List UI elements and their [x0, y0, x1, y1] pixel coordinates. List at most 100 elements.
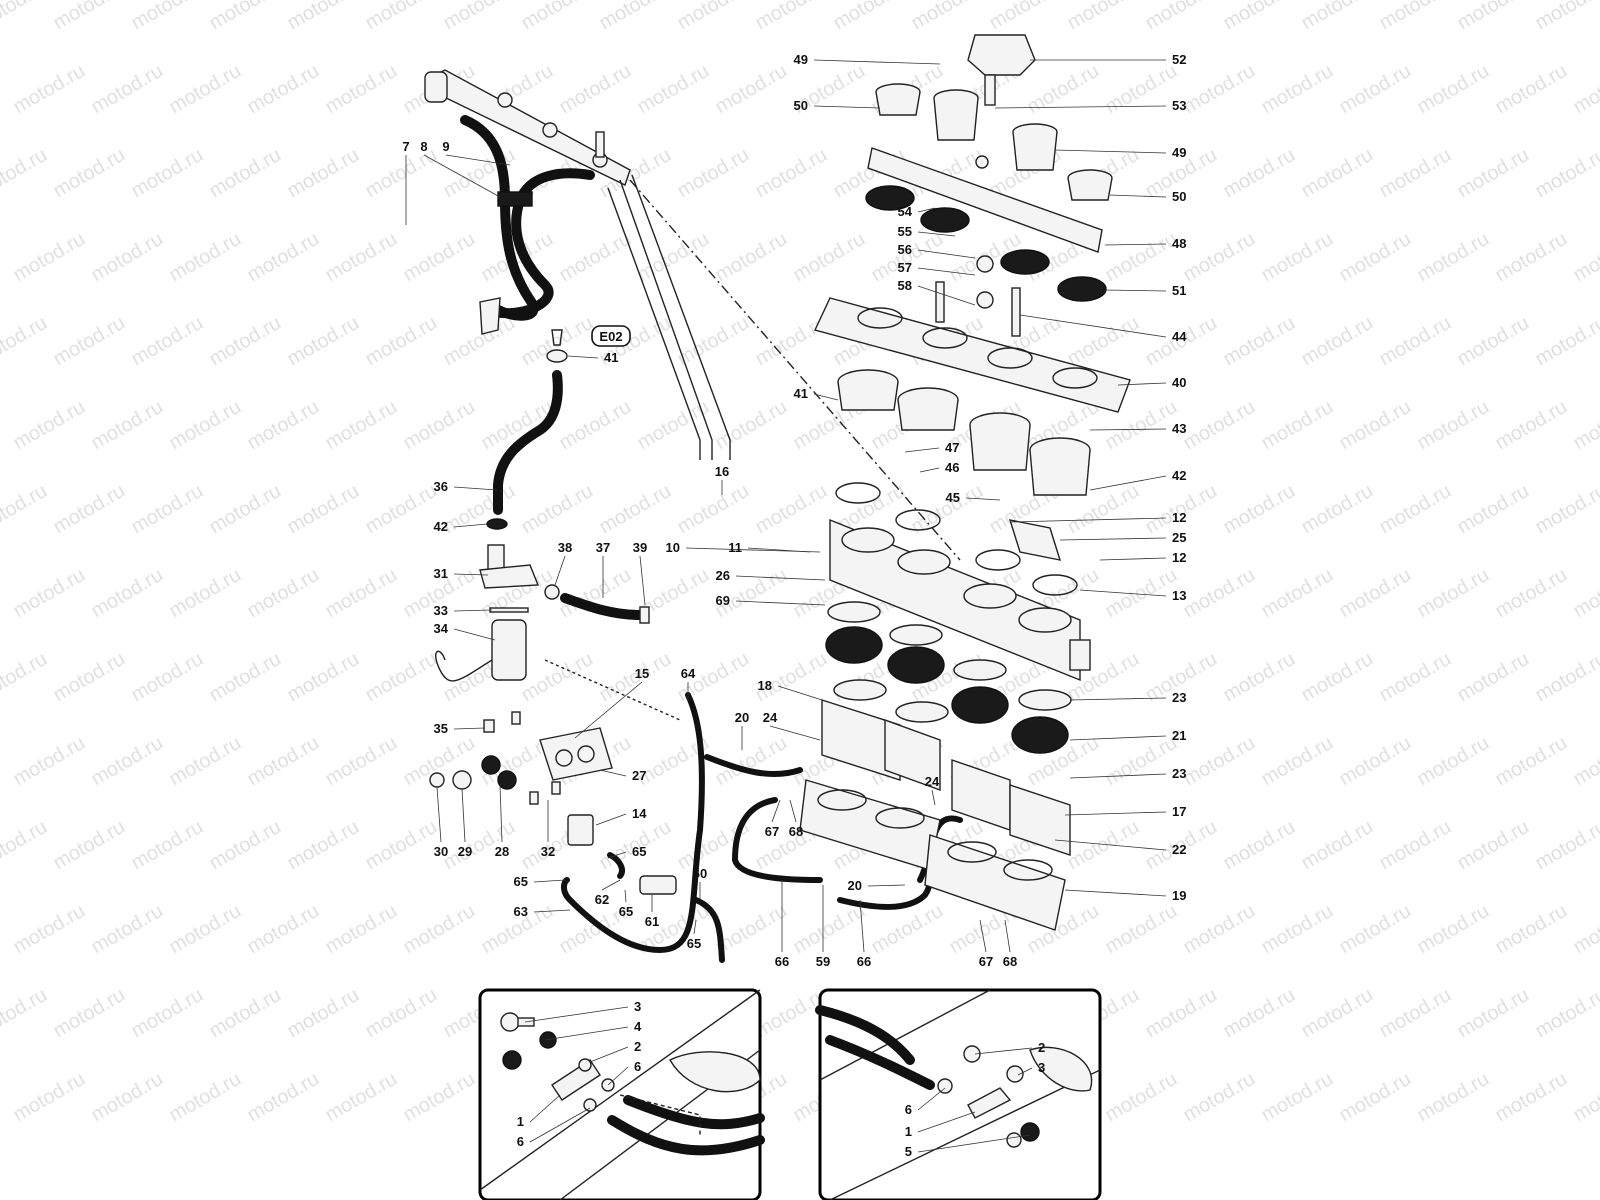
callout-c-12a: 12: [1172, 510, 1186, 525]
watermark-text: motod.ru: [322, 1068, 401, 1127]
callout-d1-6b: 6: [517, 1134, 524, 1149]
callout-c-45: 45: [946, 490, 960, 505]
watermark-text: motod.ru: [322, 228, 401, 287]
leader-c-44: [1019, 314, 1167, 338]
watermark-text: motod.ru: [362, 0, 441, 34]
callout-d1-6a: 6: [634, 1059, 641, 1074]
watermark-text: motod.ru: [166, 60, 245, 119]
watermark-text: motod.ru: [556, 228, 635, 287]
watermark-text: motod.ru: [1258, 396, 1337, 455]
watermark-text: motod.ru: [50, 816, 129, 875]
watermark-text: motod.ru: [244, 228, 323, 287]
watermark-text: motod.ru: [10, 1068, 89, 1127]
leader-c-9: [445, 154, 511, 166]
watermark-text: motod.ru: [634, 228, 713, 287]
watermark-text: motod.ru: [1220, 816, 1299, 875]
leader-c-28: [499, 784, 503, 843]
watermark-text: motod.ru: [830, 0, 909, 34]
callout-c-46: 46: [945, 460, 959, 475]
callout-c-65d: 65: [687, 936, 701, 951]
detail-inset-right: [815, 988, 1102, 1200]
leader-c-23a: [1069, 697, 1167, 701]
watermark-text: motod.ru: [400, 1068, 479, 1127]
watermark-text: motod.ru: [518, 0, 597, 34]
watermark-text: motod.ru: [1454, 0, 1533, 34]
leader-c-68b: [1004, 919, 1011, 953]
callout-c-27: 27: [632, 768, 646, 783]
watermark-text: motod.ru: [0, 0, 51, 34]
watermark-text: motod.ru: [88, 900, 167, 959]
callout-c-43: 43: [1172, 421, 1186, 436]
leader-c-30: [436, 786, 442, 843]
leader-c-46: [919, 467, 940, 473]
watermark-text: motod.ru: [206, 984, 285, 1043]
leader-c-39: [639, 555, 646, 606]
callout-c-69: 69: [716, 593, 730, 608]
callout-c-28: 28: [495, 844, 509, 859]
callout-c-60: 60: [693, 866, 707, 881]
callout-c-38: 38: [558, 540, 572, 555]
leader-c-53: [994, 105, 1167, 109]
callout-c-53: 53: [1172, 98, 1186, 113]
watermark-text: motod.ru: [1220, 144, 1299, 203]
leader-d1-6a: [607, 1066, 629, 1086]
leader-c-41b: [813, 393, 839, 401]
watermark-text: motod.ru: [1024, 60, 1103, 119]
watermark-text: motod.ru: [1376, 480, 1455, 539]
watermark-text: motod.ru: [10, 396, 89, 455]
watermark-text: motod.ru: [1492, 228, 1571, 287]
callout-c-23b: 23: [1172, 766, 1186, 781]
watermark-text: motod.ru: [1492, 900, 1571, 959]
callout-c-24a: 24: [763, 710, 778, 725]
watermark-text: motod.ru: [0, 816, 51, 875]
watermark-text: motod.ru: [50, 144, 129, 203]
watermark-text: motod.ru: [0, 480, 51, 539]
watermark-text: motod.ru: [1570, 564, 1600, 623]
watermark-text: motod.ru: [206, 648, 285, 707]
watermark-text: motod.ru: [1492, 732, 1571, 791]
watermark-text: motod.ru: [440, 312, 519, 371]
leader-c-51: [1104, 289, 1167, 292]
leader-c-45: [965, 497, 1001, 501]
callout-c-61: 61: [645, 914, 659, 929]
leader-c-31: [453, 573, 489, 576]
watermark-text: motod.ru: [1180, 564, 1259, 623]
leader-c-57: [917, 267, 976, 276]
watermark-text: motod.ru: [322, 396, 401, 455]
hose-36: [493, 370, 563, 515]
watermark-text: motod.ru: [284, 480, 363, 539]
leader-d1-6b: [529, 1107, 591, 1143]
watermark-text: motod.ru: [244, 60, 323, 119]
watermark-text: motod.ru: [790, 228, 869, 287]
leader-c-23b: [1069, 773, 1167, 779]
callout-c-50b: 50: [1172, 189, 1186, 204]
watermark-text: motod.ru: [1570, 228, 1600, 287]
callout-c-10: 10: [666, 540, 680, 555]
callout-c-20a: 20: [735, 710, 749, 725]
watermark-text: motod.ru: [556, 396, 635, 455]
watermark-text: motod.ru: [790, 900, 869, 959]
callout-c-66b: 66: [857, 954, 871, 969]
watermark-text: motod.ru: [10, 900, 89, 959]
watermark-text: motod.ru: [1492, 564, 1571, 623]
watermark-text: motod.ru: [322, 564, 401, 623]
callout-d2-6: 6: [905, 1102, 912, 1117]
watermark-text: motod.ru: [1180, 732, 1259, 791]
watermark-text: motod.ru: [1454, 816, 1533, 875]
watermark-text: motod.ru: [128, 480, 207, 539]
watermark-text: motod.ru: [244, 564, 323, 623]
watermark-text: motod.ru: [362, 312, 441, 371]
watermark-text: motod.ru: [1570, 60, 1600, 119]
watermark-text: motod.ru: [244, 900, 323, 959]
watermark-text: motod.ru: [128, 312, 207, 371]
callout-c-49a: 49: [794, 52, 808, 67]
leader-c-42a: [453, 523, 488, 528]
leader-c-33: [453, 609, 493, 612]
watermark-text: motod.ru: [1376, 312, 1455, 371]
watermark-text: motod.ru: [440, 0, 519, 34]
watermark-text: motod.ru: [50, 984, 129, 1043]
leader-d1-1: [529, 1094, 561, 1123]
callout-d1-3: 3: [634, 999, 641, 1014]
watermark-text: motod.ru: [166, 1068, 245, 1127]
watermark-text: motod.ru: [206, 816, 285, 875]
